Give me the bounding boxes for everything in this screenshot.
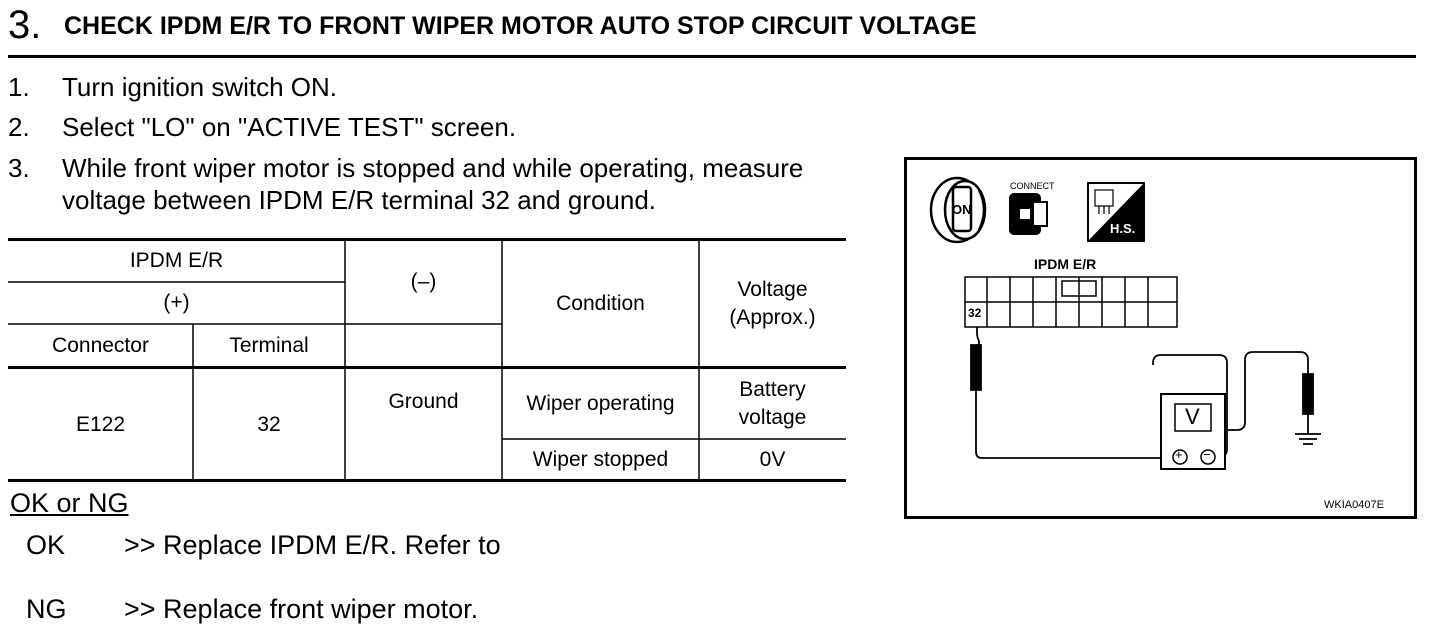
step-index: 3. (8, 153, 30, 183)
step-text: Turn ignition switch ON. (62, 72, 338, 102)
step-index: 1. (8, 72, 30, 102)
probe-wires (970, 327, 1321, 459)
connect-label: CONNECT (1010, 181, 1055, 191)
header-connector: Connector (52, 333, 149, 357)
step-index: 2. (8, 112, 30, 142)
diagram-drawing (929, 176, 1321, 470)
page-title: CHECK IPDM E/R TO FRONT WIPER MOTOR AUTO… (64, 12, 977, 40)
instruction-step-3: 3. While front wiper motor is stopped an… (8, 152, 898, 218)
ipdm-connector (964, 276, 1178, 328)
table-grid (8, 238, 846, 482)
instruction-step-1: 1. Turn ignition switch ON. (8, 71, 888, 103)
header-negative: (–) (410, 270, 437, 293)
ok-action: >> Replace IPDM E/R. Refer to (124, 530, 501, 560)
ok-code: OK (26, 530, 66, 560)
ignition-key-icon (929, 176, 987, 244)
ipdm-label: IPDM E/R (1034, 256, 1097, 272)
measurement-table: IPDM E/R (+) (–) Condition Voltage (Appr… (8, 238, 846, 482)
connector-value: E122 (75, 412, 126, 436)
voltmeter-label: V (1185, 404, 1200, 429)
voltmeter (1160, 393, 1226, 470)
key-on-label: ON (952, 202, 972, 217)
instruction-step-2: 2. Select "LO" on "ACTIVE TEST" screen. (8, 111, 888, 143)
terminal-32-label: 32 (968, 306, 982, 320)
step-text: Select "LO" on "ACTIVE TEST" screen. (62, 112, 517, 142)
ng-action: >> Replace front wiper motor. (124, 594, 479, 624)
terminal-value: 32 (257, 412, 281, 436)
figure-id: WKIA0407E (1324, 499, 1384, 511)
ng-code: NG (26, 594, 67, 624)
step-number: 3. (8, 3, 42, 47)
wiring-diagram: ON CONNECT H.S. IPDM E/R 32 V + − WKIA04… (904, 157, 1417, 519)
header-voltage: Voltage (Approx.) (729, 277, 816, 329)
step-text-continued: voltage between IPDM E/R terminal 32 and… (62, 185, 657, 215)
harness-side-label: H.S. (1110, 221, 1136, 236)
condition-stopped: Wiper stopped (532, 447, 669, 471)
positive-terminal-label: + (1175, 447, 1183, 462)
result-title: OK or NG (10, 488, 129, 518)
negative-terminal-label: − (1203, 447, 1211, 462)
heading-divider (8, 55, 1416, 58)
step-text: While front wiper motor is stopped and w… (62, 153, 804, 183)
header-condition: Condition (556, 291, 645, 315)
header-unit: IPDM E/R (129, 249, 224, 272)
harness-side-icon (1087, 182, 1145, 242)
voltage-stopped: 0V (759, 447, 786, 471)
header-terminal: Terminal (229, 333, 309, 357)
condition-operating: Wiper operating (526, 392, 675, 415)
connector-icon (1009, 193, 1048, 235)
header-positive: (+) (163, 291, 190, 314)
ground-value: Ground (388, 390, 459, 413)
voltage-operating: Battery voltage (738, 378, 807, 429)
